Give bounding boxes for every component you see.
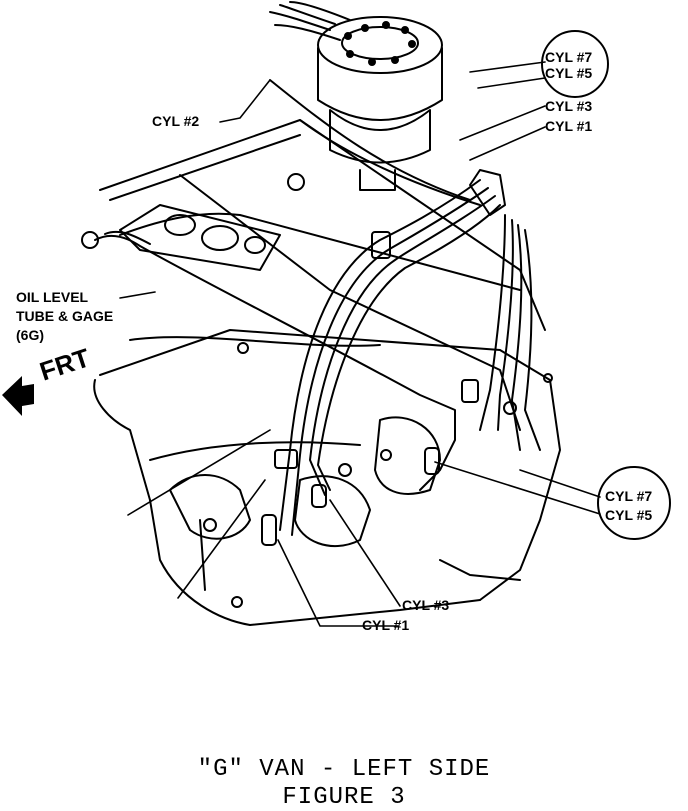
label-cyl1-top: CYL #1 [545,118,593,134]
upper-wires [269,1,481,206]
label-cyl2: CYL #2 [152,113,200,129]
label-tube-gage: TUBE & GAGE [16,308,114,324]
distributor [317,16,443,191]
manifold-gasket [119,204,281,271]
label-cyl1-bottom: CYL #1 [362,617,410,633]
label-cyl3-top: CYL #3 [545,98,593,114]
callout-circle-bottom [597,466,671,540]
leader-lines [119,61,601,627]
caption-figure: FIGURE 3 [282,784,406,811]
oil-level-tube [81,230,456,491]
label-cyl5-top: CYL #5 [545,65,593,81]
frt-arrow-icon [2,376,34,416]
label-cyl5-bottom: CYL #5 [605,507,653,523]
engine-block [93,119,561,626]
label-cyl7-top: CYL #7 [545,49,593,65]
label-6g: (6G) [16,327,44,343]
label-cyl3-bottom: CYL #3 [402,597,450,613]
plug-wires [261,169,541,546]
caption-title: "G" VAN - LEFT SIDE [197,756,491,783]
label-cyl7-bottom: CYL #7 [605,488,653,504]
label-oil-level: OIL LEVEL [16,289,89,305]
exhaust-manifold [169,416,441,548]
callout-circle-top [541,30,609,98]
